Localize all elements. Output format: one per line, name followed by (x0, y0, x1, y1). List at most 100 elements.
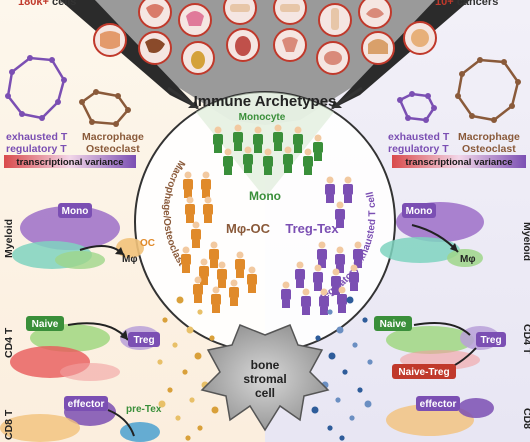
cell-population-icons (181, 124, 363, 315)
signal-dot-right (367, 359, 373, 365)
treg-tag-text-right: Treg (480, 335, 501, 346)
treg-person-icon (331, 268, 341, 295)
cell-count-label: 180k+ cells (18, 0, 76, 8)
signal-dot-left (186, 326, 194, 334)
signal-dot-right (357, 387, 363, 393)
umap-effector-cluster-right (458, 398, 494, 418)
monocyte-person-icon (283, 146, 293, 173)
signal-dot-right (352, 342, 358, 348)
signal-dot-right (342, 369, 348, 375)
umap-naive-cluster-right (386, 326, 474, 354)
immune-archetypes-title: Immune Archetypes (194, 93, 337, 110)
cd8-axis-label: CD8 T (3, 409, 15, 440)
monocyte-person-icon (223, 148, 233, 175)
signal-dot-left (176, 296, 184, 304)
macrophage-person-icon (183, 171, 193, 198)
monocyte-person-icon (213, 126, 223, 153)
macrophage-person-icon (185, 196, 195, 223)
signal-dot-right (364, 400, 372, 408)
macrophage-label-right: Macrophage (458, 131, 520, 143)
variance-label-left: transcriptional variance (16, 157, 123, 168)
treg-person-icon (335, 201, 345, 228)
monocyte-person-icon (303, 148, 313, 175)
organ-circle (226, 28, 260, 62)
signal-dot-right (349, 415, 355, 421)
signal-dot-right (327, 309, 333, 315)
umap-green-cluster-right (447, 249, 483, 267)
signal-dot-right (327, 425, 333, 431)
signal-dot-right (362, 317, 368, 323)
treg-person-icon (349, 264, 359, 291)
naive-tag-right (374, 316, 412, 331)
regulatory-t-label: regulatory T (6, 143, 67, 155)
variance-label-right: transcriptional variance (405, 157, 512, 168)
mono-tag-text-right: Mono (406, 206, 433, 217)
organ-circle (273, 0, 307, 25)
organ-circle (318, 3, 352, 37)
monocyte-person-icon (273, 124, 283, 151)
monocyte-person-icon (243, 146, 253, 173)
signal-dot-right (335, 397, 341, 403)
mphi-label-right: Mφ (460, 254, 475, 265)
myeloid-axis-label-right: Myeloid (521, 222, 530, 261)
treg-person-icon (317, 241, 327, 268)
treg-person-icon (313, 264, 323, 291)
pretex-label-left: pre-Tex (126, 404, 162, 415)
signal-dot-right (311, 406, 319, 414)
treg-person-icon (335, 246, 345, 273)
mphi-arrowhead-right (450, 243, 458, 252)
treg-tex-label: Treg-Tex (285, 221, 339, 236)
treg-person-icon (295, 261, 305, 288)
treg-tag-right (476, 332, 506, 347)
treg-arrowhead-left (120, 330, 128, 340)
organ-circle (223, 0, 257, 25)
mono-label: Mono (249, 189, 281, 203)
signal-dot-left (175, 415, 181, 421)
exhausted-t-label-right: exhausted T (388, 131, 450, 143)
macrophage-person-icon (203, 196, 213, 223)
left-variance-panel: exhausted T regulatory T Macrophage Oste… (4, 55, 144, 168)
macrophage-nodes-left (79, 89, 131, 127)
signal-dot-left (211, 406, 219, 414)
naive-tag-text-left: Naive (32, 319, 59, 330)
variance-bar-left (4, 155, 136, 168)
effector-tag-left (64, 396, 108, 411)
macrophage-person-icon (209, 241, 219, 268)
monocyte-person-icon (263, 148, 273, 175)
mono-tag-right (402, 203, 436, 218)
stromal-line2: stromal (243, 372, 286, 386)
macrophage-person-icon (229, 279, 239, 306)
macrophage-person-icon (247, 266, 257, 293)
treg-person-icon (319, 288, 329, 315)
monocyte-person-icon (233, 124, 243, 151)
stromal-cell-shape (200, 324, 330, 432)
treg-tag-text-left: Treg (133, 335, 154, 346)
variance-bar-right (392, 155, 526, 168)
arrowhead-right (332, 100, 342, 108)
exhausted-t-label: exhausted T (6, 131, 68, 143)
myeloid-axis-label: Myeloid (3, 219, 15, 258)
signal-dot-left (157, 359, 163, 365)
organ-circle (403, 21, 437, 55)
organ-circle (138, 31, 172, 65)
macrophage-person-icon (217, 261, 227, 288)
naive-tag-left (26, 316, 64, 331)
exhausted-nodes-left (5, 55, 67, 121)
treg-person-icon (325, 176, 335, 203)
naive-tag-text-right: Naive (380, 319, 407, 330)
umap-mono-cluster-left (20, 206, 120, 250)
organ-circle (181, 41, 215, 75)
umap-left: Myeloid CD4 T CD8 T Mono Mφ OC Naive Tre… (0, 203, 162, 442)
signal-dot-left (194, 352, 202, 360)
umap-pink-cluster-left (60, 363, 120, 381)
monocyte-person-icon (313, 134, 323, 161)
signal-dot-right (328, 352, 336, 360)
umap-mphi-cluster-right (380, 237, 460, 263)
mphi-label-left: Mφ (122, 254, 137, 265)
macrophage-nodes-right (455, 57, 521, 123)
osteoclast-label-right: Osteoclast (462, 143, 516, 155)
organ-circle (138, 0, 172, 29)
exhausted-nodes-right (397, 91, 437, 123)
signal-dot-left (197, 309, 203, 315)
